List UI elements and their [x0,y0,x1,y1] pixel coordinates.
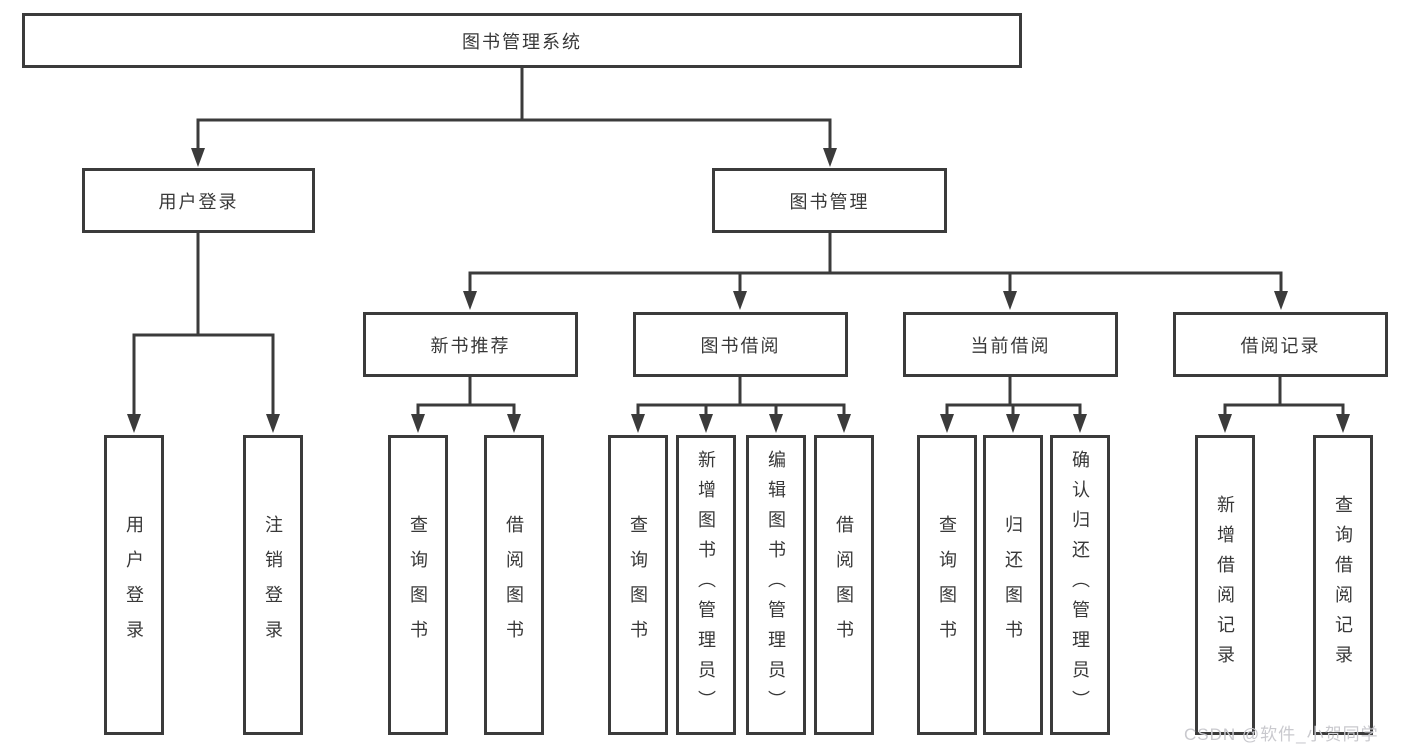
node-book-borrow: 图书借阅 [633,312,848,377]
connector-userlogin-rail [132,333,275,416]
node-user-login: 用户登录 [82,168,315,233]
leaf-label: 用户登录 [124,515,144,655]
leaf-label: 借阅图书 [834,515,854,655]
leaf-query-books-current: 查询图书 [917,435,977,735]
leaf-label: 查询图书 [408,515,428,655]
connector-newbook-rail [416,403,516,416]
node-library-system: 图书管理系统 [22,13,1022,68]
leaf-query-books-borrow: 查询图书 [608,435,668,735]
leaf-logout: 注销登录 [243,435,303,735]
leaf-label: 查询借阅记录 [1333,495,1353,675]
node-new-book-recommend: 新书推荐 [363,312,578,377]
connector-root-rail [196,118,832,150]
leaf-user-login: 用户登录 [104,435,164,735]
connector-records-rail [1223,403,1345,416]
leaf-label: 归还图书 [1003,515,1023,655]
leaf-label: 确认归还（管理员） [1070,450,1090,720]
leaf-label: 查询图书 [628,515,648,655]
leaf-confirm-return-admin: 确认归还（管理员） [1050,435,1110,735]
leaf-label: 注销登录 [263,515,283,655]
leaf-edit-book-admin: 编辑图书（管理员） [746,435,806,735]
leaf-label: 查询图书 [937,515,957,655]
connector-borrow-rail [636,403,846,416]
leaf-add-book-admin: 新增图书（管理员） [676,435,736,735]
leaf-label: 借阅图书 [504,515,524,655]
leaf-add-borrow-record: 新增借阅记录 [1195,435,1255,735]
node-borrow-records: 借阅记录 [1173,312,1388,377]
leaf-borrow-books-recommend: 借阅图书 [484,435,544,735]
leaf-query-books-recommend: 查询图书 [388,435,448,735]
csdn-watermark: CSDN @软件_小贺同学 [1184,725,1379,744]
leaf-label: 新增借阅记录 [1215,495,1235,675]
node-current-borrow: 当前借阅 [903,312,1118,377]
leaf-borrow-books: 借阅图书 [814,435,874,735]
leaf-return-book: 归还图书 [983,435,1043,735]
leaf-label: 新增图书（管理员） [696,450,716,720]
leaf-label: 编辑图书（管理员） [766,450,786,720]
leaf-query-borrow-record: 查询借阅记录 [1313,435,1373,735]
connector-bookmgmt-rail [468,271,1283,293]
node-book-management: 图书管理 [712,168,947,233]
